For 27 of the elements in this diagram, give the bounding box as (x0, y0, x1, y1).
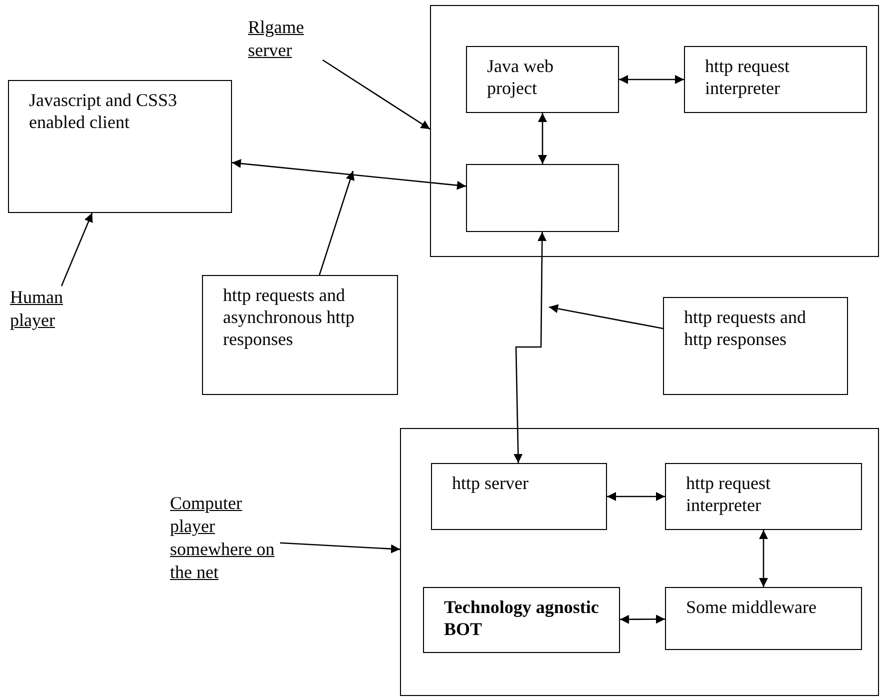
process-box: http server (431, 463, 607, 530)
process-box: http requests and asynchronous http responses (202, 275, 398, 395)
process-box: http request interpreter (665, 463, 862, 530)
arrow (620, 614, 665, 624)
leader-arrow (548, 304, 664, 330)
arrow (538, 113, 547, 164)
container-box (430, 5, 879, 257)
node-label: Human player (10, 286, 92, 336)
process-box: http requests and http responses (663, 297, 848, 395)
arrow (607, 492, 665, 501)
arrow (232, 159, 466, 190)
node-label: Rlgame server (248, 16, 328, 60)
process-box: Javascript and CSS3 enabled client (8, 80, 232, 213)
arrow (60, 212, 93, 286)
leader-arrow (318, 170, 355, 276)
process-box: Some middleware (665, 587, 862, 650)
arrow (619, 75, 684, 84)
arrow (280, 542, 400, 554)
arrow (514, 232, 547, 464)
node-label: Computer player somewhere on the net (170, 492, 280, 588)
arrow (322, 59, 430, 130)
arrow (759, 530, 768, 587)
process-box: http request interpreter (684, 46, 867, 113)
container-box (400, 428, 879, 696)
process-box (466, 164, 619, 232)
process-box: Java web project (466, 46, 619, 113)
process-box: Technology agnostic BOT (423, 587, 620, 653)
